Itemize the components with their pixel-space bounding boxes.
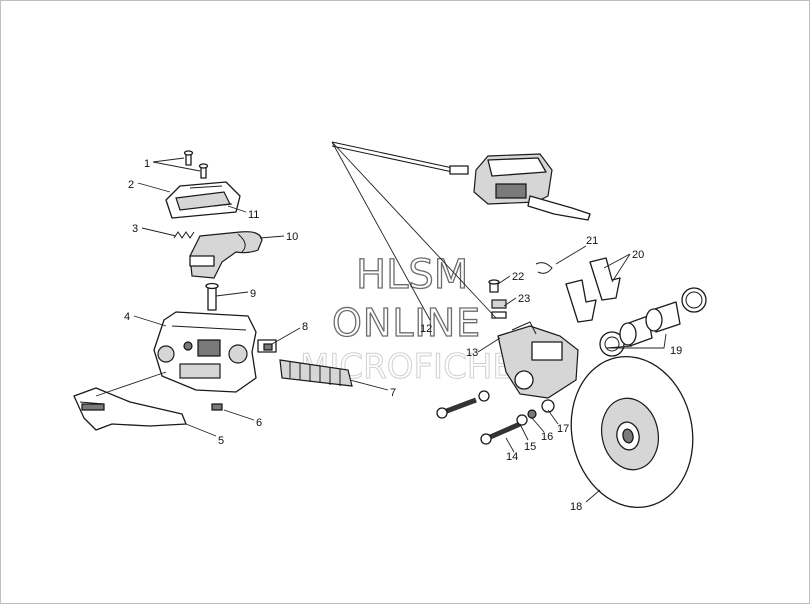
- callout-6: 6: [256, 417, 262, 429]
- part-caliper: [497, 321, 579, 413]
- watermark: HLSM ONLINE MICROFICHE: [300, 251, 515, 387]
- part-small-nut: [211, 403, 223, 411]
- callout-3: 3: [132, 223, 138, 235]
- watermark-line-1: HLSM: [356, 252, 468, 298]
- part-pistons-seals: [599, 287, 707, 357]
- part-brake-disc: [570, 355, 694, 509]
- part-clamp: [257, 339, 277, 353]
- callout-9: 9: [250, 288, 256, 300]
- leader-lines: [95, 141, 667, 503]
- part-reservoir-cover: [165, 181, 241, 219]
- part-cover-seal: [213, 203, 233, 207]
- callout-16: 16: [541, 431, 553, 443]
- callout-21: 21: [586, 235, 598, 247]
- callout-5: 5: [218, 435, 224, 447]
- callout-4: 4: [124, 311, 130, 323]
- part-bleeder: [488, 279, 500, 293]
- callout-8: 8: [302, 321, 308, 333]
- part-screws: [183, 150, 209, 179]
- part-brake-hose: [331, 141, 469, 175]
- part-boot: [279, 359, 353, 387]
- callout-2: 2: [128, 179, 134, 191]
- callout-labels: 1 2 3 4 5 6 7 8 9 10 11 12 13 14 15 16 1…: [124, 158, 682, 513]
- part-lever-bracket: [189, 231, 263, 279]
- callout-18: 18: [570, 501, 582, 513]
- part-pin: [205, 282, 219, 311]
- part-handlebar-assembly: [473, 153, 591, 221]
- callout-22: 22: [512, 271, 524, 283]
- callout-19: 19: [670, 345, 682, 357]
- callout-7: 7: [390, 387, 396, 399]
- callout-15: 15: [524, 441, 536, 453]
- callout-23: 23: [518, 293, 530, 305]
- callout-14: 14: [506, 451, 518, 463]
- callout-11: 11: [248, 209, 259, 221]
- watermark-line-2: ONLINE: [332, 301, 481, 345]
- part-banjo-washers: [491, 299, 507, 319]
- callout-1: 1: [144, 158, 150, 170]
- part-pad-clip: [535, 262, 553, 274]
- part-spring: [173, 231, 195, 239]
- part-master-cylinder: [153, 311, 257, 393]
- callout-20: 20: [632, 249, 644, 261]
- callout-10: 10: [286, 231, 298, 243]
- part-brake-lever: [73, 387, 187, 431]
- part-caliper-bolts: [436, 390, 537, 445]
- callout-17: 17: [557, 423, 569, 435]
- callout-12: 12: [420, 323, 432, 335]
- part-brake-pads: [565, 257, 621, 323]
- callout-13: 13: [466, 347, 478, 359]
